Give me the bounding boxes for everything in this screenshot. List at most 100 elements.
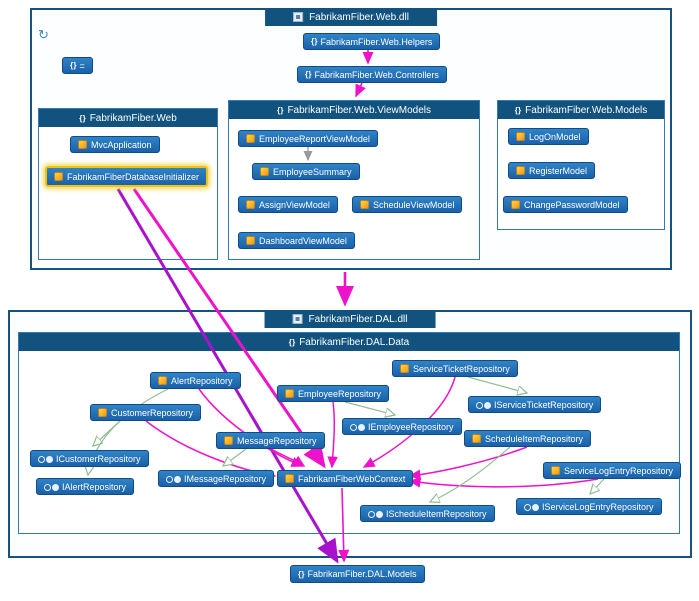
node-alertrepository[interactable]: AlertRepository xyxy=(150,372,241,389)
node-label: EmployeeSummary xyxy=(273,166,352,177)
group-title-label: FabrikamFiber.Web xyxy=(89,112,177,124)
node-label: MessageRepository xyxy=(237,435,317,446)
node-web-helpers[interactable]: { } FabrikamFiber.Web.Helpers xyxy=(303,33,441,50)
group-title-viewmodels[interactable]: { } FabrikamFiber.Web.ViewModels xyxy=(229,101,479,119)
refresh-dependencies-icon[interactable]: ↻ xyxy=(38,27,49,42)
node-logonmodel[interactable]: LogOnModel xyxy=(508,128,589,145)
node-iserviceticketrepository[interactable]: IServiceTicketRepository xyxy=(468,396,602,413)
class-icon xyxy=(516,132,525,141)
class-icon xyxy=(285,474,294,483)
class-icon xyxy=(360,200,369,209)
interface-icon xyxy=(350,423,365,431)
namespace-icon: { } xyxy=(305,70,312,79)
group-title-web-models[interactable]: { } FabrikamFiber.Web.Models xyxy=(498,101,664,119)
node-label: MvcApplication xyxy=(91,139,152,150)
node-dashboardviewmodel[interactable]: DashboardViewModel xyxy=(238,232,355,249)
namespace-icon: { } xyxy=(514,105,522,115)
interface-icon xyxy=(166,475,181,483)
node-label: IServiceTicketRepository xyxy=(494,399,594,410)
assembly-icon xyxy=(293,12,304,22)
node-messagerepository[interactable]: MessageRepository xyxy=(216,432,325,449)
node-label: AlertRepository xyxy=(171,375,233,386)
node-label: ServiceTicketRepository xyxy=(413,363,510,374)
node-label: FabrikamFiber.DAL.Models xyxy=(307,569,417,579)
namespace-icon: { } xyxy=(311,37,318,46)
assembly-icon xyxy=(292,314,303,324)
node-icustomerrepository[interactable]: ICustomerRepository xyxy=(30,450,149,467)
node-web-controllers[interactable]: { } FabrikamFiber.Web.Controllers xyxy=(297,66,447,83)
node-dal-models[interactable]: { } FabrikamFiber.DAL.Models xyxy=(290,565,425,583)
node-changepasswordmodel[interactable]: ChangePasswordModel xyxy=(503,196,628,213)
node-scheduleviewmodel[interactable]: ScheduleViewModel xyxy=(352,196,463,213)
interface-icon xyxy=(524,503,539,511)
class-icon xyxy=(54,172,63,181)
node-iemployeerepository[interactable]: IEmployeeRepository xyxy=(342,418,462,435)
node-database-initializer-selected[interactable]: FabrikamFiberDatabaseInitializer xyxy=(45,166,209,187)
class-icon xyxy=(260,167,269,176)
node-imessagerepository[interactable]: IMessageRepository xyxy=(158,470,275,487)
namespace-icon: { } xyxy=(70,61,77,70)
node-unnamed-namespace[interactable]: { } = xyxy=(62,57,93,74)
node-label: FabrikamFiber.Web.Controllers xyxy=(314,69,439,80)
group-title-label: FabrikamFiber.DAL.Data xyxy=(299,336,410,348)
class-icon xyxy=(516,166,525,175)
node-label: IAlertRepository xyxy=(62,481,127,492)
node-label: ICustomerRepository xyxy=(56,453,141,464)
node-label: ScheduleViewModel xyxy=(373,199,455,210)
namespace-icon: { } xyxy=(79,113,86,123)
node-iservicelogentryrepository[interactable]: IServiceLogEntryRepository xyxy=(516,498,662,515)
interface-icon xyxy=(44,483,59,491)
node-servicelogentryrepository[interactable]: ServiceLogEntryRepository xyxy=(543,462,682,479)
node-label: ServiceLogEntryRepository xyxy=(564,465,674,476)
group-title-label: FabrikamFiber.Web.Models xyxy=(525,104,648,116)
node-customerrepository[interactable]: CustomerRepository xyxy=(90,404,202,421)
node-label: FabrikamFiberWebContext xyxy=(298,473,406,484)
node-label: CustomerRepository xyxy=(111,407,194,418)
namespace-icon: { } xyxy=(288,337,296,347)
node-label: FabrikamFiberDatabaseInitializer xyxy=(67,171,200,182)
class-icon xyxy=(285,389,294,398)
node-label: EmployeeRepository xyxy=(298,388,382,399)
node-fabrikamfiberwebcontext[interactable]: FabrikamFiberWebContext xyxy=(277,470,414,487)
node-ischeduleitemrepository[interactable]: IScheduleItemRepository xyxy=(360,505,495,522)
class-icon xyxy=(246,134,255,143)
assembly-tab-web-dll[interactable]: FabrikamFiber.Web.dll xyxy=(265,8,437,26)
node-mvcapplication[interactable]: MvcApplication xyxy=(70,136,160,153)
node-employeerepository[interactable]: EmployeeRepository xyxy=(277,385,390,402)
class-icon xyxy=(400,364,409,373)
namespace-icon: { } xyxy=(298,569,305,579)
node-ialertrepository[interactable]: IAlertRepository xyxy=(36,478,135,495)
node-label: IScheduleItemRepository xyxy=(386,508,487,519)
node-assignviewmodel[interactable]: AssignViewModel xyxy=(238,196,338,213)
node-label: ScheduleItemRepository xyxy=(485,433,584,444)
group-title-label: FabrikamFiber.Web.ViewModels xyxy=(287,104,432,116)
class-icon xyxy=(246,236,255,245)
class-icon xyxy=(551,466,560,475)
node-label: IServiceLogEntryRepository xyxy=(542,501,654,512)
namespace-icon: { } xyxy=(276,105,284,115)
node-employeesummary[interactable]: EmployeeSummary xyxy=(252,163,360,180)
node-employeereportviewmodel[interactable]: EmployeeReportViewModel xyxy=(238,130,378,147)
interface-icon xyxy=(38,455,53,463)
node-label: ChangePasswordModel xyxy=(524,199,620,210)
node-label: AssignViewModel xyxy=(259,199,330,210)
class-icon xyxy=(246,200,255,209)
node-scheduleitemrepository[interactable]: ScheduleItemRepository xyxy=(464,430,592,447)
class-icon xyxy=(158,376,167,385)
group-title-web[interactable]: { } FabrikamFiber.Web xyxy=(39,109,217,127)
group-title-dal-data[interactable]: { } FabrikamFiber.DAL.Data xyxy=(19,333,679,351)
node-label: EmployeeReportViewModel xyxy=(259,133,370,144)
node-label: IMessageRepository xyxy=(184,473,267,484)
node-serviceticketrepository[interactable]: ServiceTicketRepository xyxy=(392,360,518,377)
class-icon xyxy=(98,408,107,417)
node-label: LogOnModel xyxy=(529,131,581,142)
node-label: RegisterModel xyxy=(529,165,588,176)
assembly-title: FabrikamFiber.DAL.dll xyxy=(308,313,408,325)
node-label: = xyxy=(79,60,85,71)
node-registermodel[interactable]: RegisterModel xyxy=(508,162,596,179)
interface-icon xyxy=(476,401,491,409)
assembly-tab-dal-dll[interactable]: FabrikamFiber.DAL.dll xyxy=(264,310,436,328)
node-label: DashboardViewModel xyxy=(259,235,347,246)
node-label: IEmployeeRepository xyxy=(368,421,454,432)
